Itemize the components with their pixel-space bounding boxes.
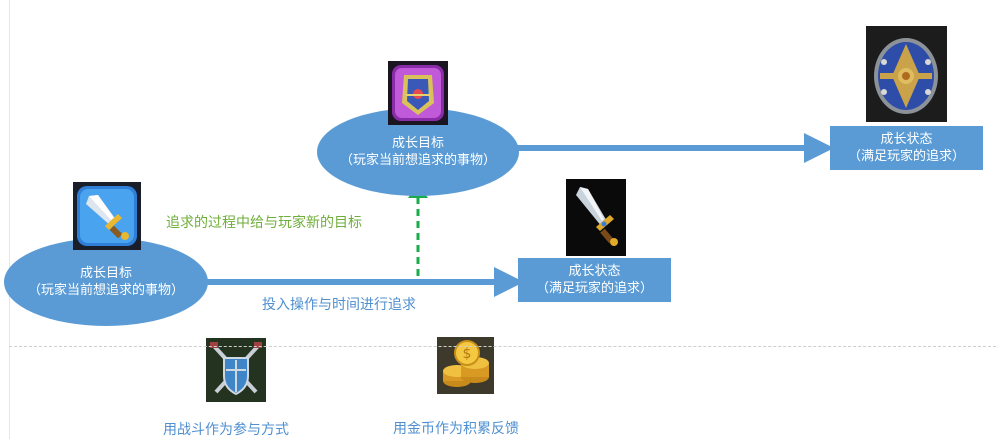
sword-icon bbox=[73, 182, 141, 250]
state-node-middle: 成长状态 （满足玩家的追求） bbox=[518, 258, 671, 302]
section-divider bbox=[9, 346, 996, 347]
shield-icon bbox=[866, 26, 947, 122]
shield-gem-icon bbox=[388, 61, 448, 125]
goal-node-bottom-title: 成长目标 bbox=[79, 266, 132, 281]
goal-node-bottom: 成长目标 （玩家当前想追求的事物） bbox=[4, 238, 208, 326]
left-border-line bbox=[9, 0, 10, 439]
state-node-right-subtitle: （满足玩家的追求） bbox=[847, 149, 965, 164]
goal-node-bottom-subtitle: （玩家当前想追求的事物） bbox=[27, 283, 184, 298]
goal-node-top-subtitle: （玩家当前想追求的事物） bbox=[339, 153, 496, 168]
crossed-swords-shield-icon bbox=[206, 338, 266, 402]
new-goal-label: 追求的过程中给与玩家新的目标 bbox=[166, 215, 362, 231]
state-node-middle-subtitle: （满足玩家的追求） bbox=[535, 281, 653, 296]
goal-node-top-title: 成长目标 bbox=[391, 136, 444, 151]
svg-text:$: $ bbox=[463, 346, 472, 362]
state-node-middle-title: 成长状态 bbox=[568, 264, 621, 279]
coins-label: 用金币作为积累反馈 bbox=[393, 421, 519, 437]
state-node-right-title: 成长状态 bbox=[880, 132, 933, 147]
combat-label: 用战斗作为参与方式 bbox=[163, 422, 289, 438]
state-node-right: 成长状态 （满足玩家的追求） bbox=[830, 126, 983, 170]
sword-icon bbox=[566, 179, 626, 256]
pursue-label: 投入操作与时间进行追求 bbox=[262, 297, 416, 313]
